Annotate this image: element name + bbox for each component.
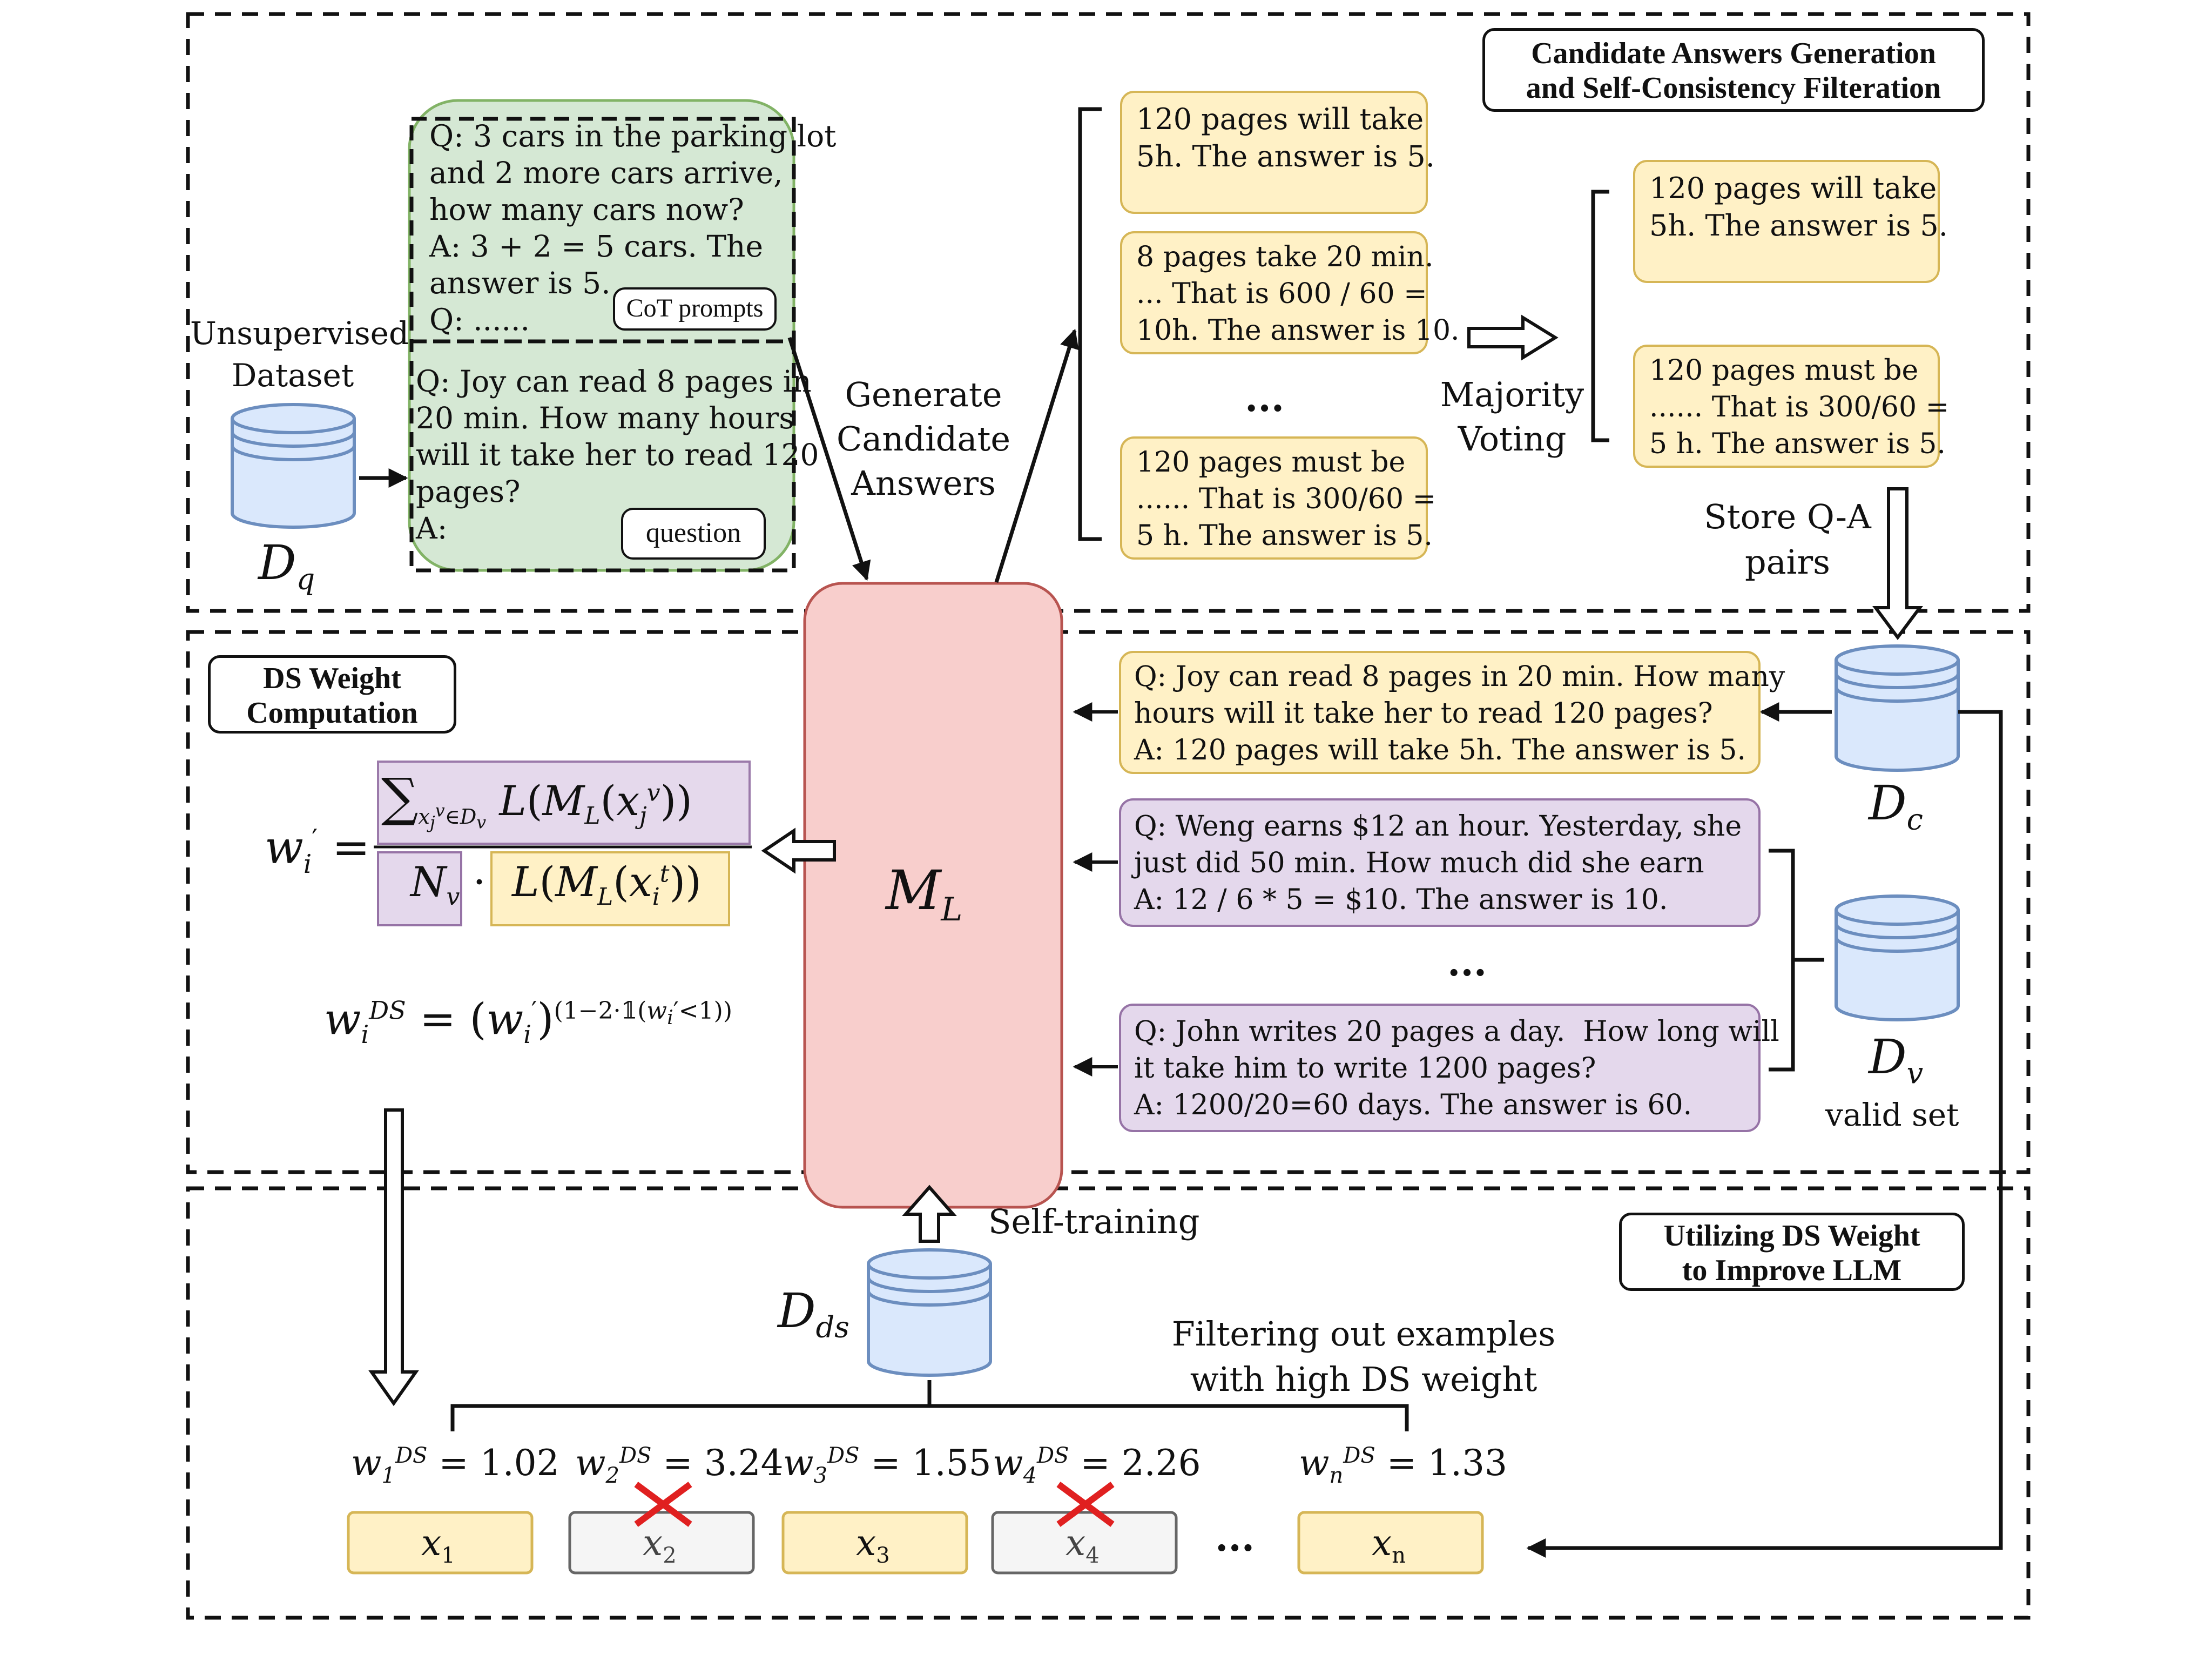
weight-formula-denominator: Nv · L(ML(xit)) (410, 858, 702, 911)
x-ellipsis: ... (1215, 1515, 1255, 1560)
candidate-box-2: 8 pages take 20 min. ... That is 600 / 6… (1120, 231, 1460, 354)
candidate-text-1: 120 pages will take 5h. The answer is 5. (1136, 102, 1435, 173)
store-qa-arrow (1872, 487, 1923, 641)
dataset-dc-cylinder (1835, 644, 1960, 772)
qa-pair-box: Q: Joy can read 8 pages in 20 min. How m… (1119, 651, 1785, 774)
valid-bracket (1769, 849, 1824, 1072)
candidates-bracket (1078, 107, 1102, 541)
voted-text-2: 120 pages must be ...... That is 300/60 … (1649, 354, 1950, 460)
x-label-1: x1 (421, 1522, 455, 1569)
valid-qa-box-2: Q: John writes 20 pages a day. How long … (1119, 1004, 1779, 1132)
section-top-border (186, 12, 2031, 613)
dataset-dv-cylinder (1835, 894, 1960, 1021)
filter-tree (450, 1380, 1409, 1431)
weight-label-4: w4DS = 2.26 (993, 1442, 1201, 1489)
model-symbol: ML (886, 859, 963, 929)
cot-prompts-tag: CoT prompts (613, 287, 777, 331)
x-box-3 (781, 1511, 968, 1575)
x-label-n: xn (1372, 1522, 1406, 1569)
dataset-dq-cylinder (231, 403, 356, 529)
valid-set-label: valid set (1825, 1096, 1959, 1133)
generate-candidates-label: Generate Candidate Answers (836, 375, 1011, 503)
formula-numerator-highlight (377, 761, 751, 845)
weight-label-2: w2DS = 3.24 (575, 1442, 784, 1489)
cross-mark-2 (634, 1482, 692, 1527)
section-bottom-border (186, 1186, 2031, 1620)
arrow-input-to-model (787, 337, 871, 581)
weight-label-1: w1DS = 1.02 (351, 1442, 559, 1489)
qa-pair-text: Q: Joy can read 8 pages in 20 min. How m… (1134, 661, 1785, 766)
self-training-label: Self-training (988, 1202, 1200, 1241)
majority-voting-arrow (1467, 314, 1559, 361)
formula-nv-highlight (377, 851, 462, 926)
cot-prompt-text: Q: 3 cars in the parking lot and 2 more … (429, 119, 837, 337)
dataset-label: Unsupervised Dataset (190, 315, 409, 394)
weight-formula-lhs: wi′ = (265, 821, 370, 879)
question-text: Q: Joy can read 8 pages in 20 min. How m… (416, 364, 819, 546)
formula-to-weights-arrow (368, 1108, 419, 1407)
section-label-mid: DS Weight Computation (208, 655, 456, 734)
dataset-dds-cylinder (867, 1248, 992, 1377)
weight-formula-numerator: ∑xjv∈Dv L(ML(xjv)) (381, 767, 692, 833)
valid-qa-text-1: Q: Weng earns $12 an hour. Yesterday, sh… (1134, 810, 1742, 916)
x-label-3: x3 (856, 1522, 890, 1569)
dv-symbol: Dv (1869, 1029, 1924, 1091)
section-label-top: Candidate Answers Generation and Self-Co… (1482, 28, 1985, 112)
candidate-box-1: 120 pages will take 5h. The answer is 5. (1120, 91, 1435, 214)
model-to-formula-arrow (761, 828, 836, 874)
voted-text-1: 120 pages will take 5h. The answer is 5. (1649, 171, 1948, 243)
x-label-4: x4 (1065, 1522, 1100, 1569)
voted-box-2: 120 pages must be ...... That is 300/60 … (1633, 345, 1949, 468)
store-qa-label: Store Q-A pairs (1704, 497, 1871, 582)
candidates-ellipsis: ... (1245, 375, 1285, 420)
weight-label-n: wnDS = 1.33 (1299, 1442, 1507, 1489)
ds-weight-formula: wiDS = (wi′)(1−2·𝟙(wi′<1)) (324, 994, 732, 1049)
x-label-2: x2 (643, 1522, 677, 1569)
valid-qa-box-1: Q: Weng earns $12 an hour. Yesterday, sh… (1119, 798, 1761, 927)
arrow-model-to-candidates (994, 328, 1079, 583)
x-box-n (1297, 1511, 1484, 1575)
dc-symbol: Dc (1869, 775, 1923, 837)
question-dashed-frame (409, 339, 796, 573)
x-box-2 (568, 1511, 755, 1575)
voted-bracket (1591, 190, 1609, 442)
cross-mark-4 (1056, 1482, 1115, 1527)
section-mid-border (186, 630, 2031, 1174)
voted-box-1: 120 pages will take 5h. The answer is 5. (1633, 160, 1948, 283)
candidate-text-2: 8 pages take 20 min. ... That is 600 / 6… (1136, 241, 1460, 347)
candidate-box-3: 120 pages must be ...... That is 300/60 … (1120, 436, 1436, 560)
arrow-dc-to-xn (1526, 710, 2003, 1558)
valid-ellipsis: ... (1447, 940, 1487, 985)
x-box-4 (991, 1511, 1178, 1575)
weight-label-3: w3DS = 1.55 (783, 1442, 992, 1489)
section-label-bottom: Utilizing DS Weight to Improve LLM (1619, 1213, 1965, 1291)
dq-symbol: Dq (258, 535, 315, 596)
candidate-text-3: 120 pages must be ...... That is 300/60 … (1136, 446, 1437, 552)
x-box-1 (347, 1511, 534, 1575)
filter-label: Filtering out examples with high DS weig… (1171, 1314, 1556, 1399)
question-tag: question (621, 508, 766, 560)
majority-voting-label: Majority Voting (1440, 375, 1584, 459)
formula-denominator-highlight (490, 851, 730, 926)
dds-symbol: Dds (778, 1283, 849, 1344)
valid-qa-text-2: Q: John writes 20 pages a day. How long … (1134, 1015, 1779, 1121)
self-training-arrow (902, 1185, 957, 1243)
